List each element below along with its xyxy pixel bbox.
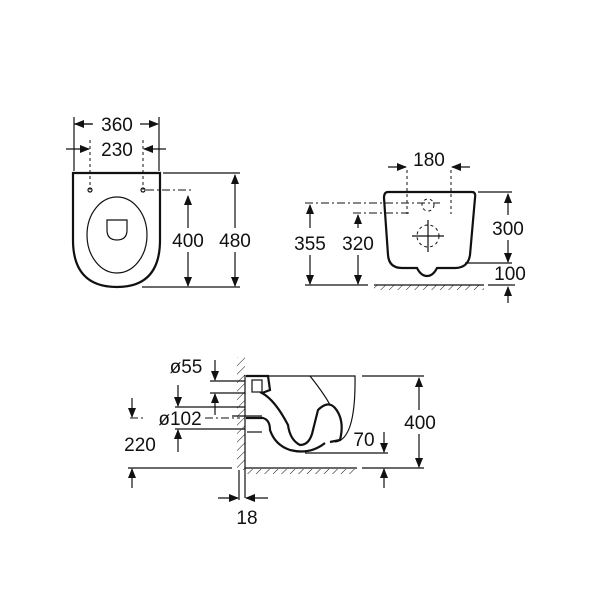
bowl-profile [246,374,343,447]
top-view: 360 230 400 480 [66,115,251,289]
dim-480: 480 [219,231,251,252]
dim-180: 180 [413,150,445,171]
rear-view: 180 355 320 300 100 [294,150,526,303]
inlet-socket [251,379,263,393]
dim-360: 360 [101,115,133,136]
dim-400: 400 [172,231,204,252]
dim-355: 355 [294,234,326,255]
seat-opening [86,196,148,274]
flush-outlet [106,219,128,241]
dim-d102: ø102 [158,409,201,430]
dim-100: 100 [494,264,526,285]
dim-d55: ø55 [170,357,203,378]
bowl-outline-rear [382,190,477,278]
dim-220: 220 [124,435,156,456]
floor-hatch [374,285,484,290]
side-view: ø55 ø102 220 400 70 18 [124,357,436,529]
dim-18: 18 [236,508,257,529]
bowl-outline-top [71,171,162,289]
dim-320: 320 [342,234,374,255]
dim-400-rim: 400 [404,413,436,434]
dim-230: 230 [101,140,133,161]
dim-300: 300 [492,219,524,240]
floor-hatch-side [245,469,357,474]
dim-70: 70 [353,430,374,451]
wall-hatch [237,357,245,470]
